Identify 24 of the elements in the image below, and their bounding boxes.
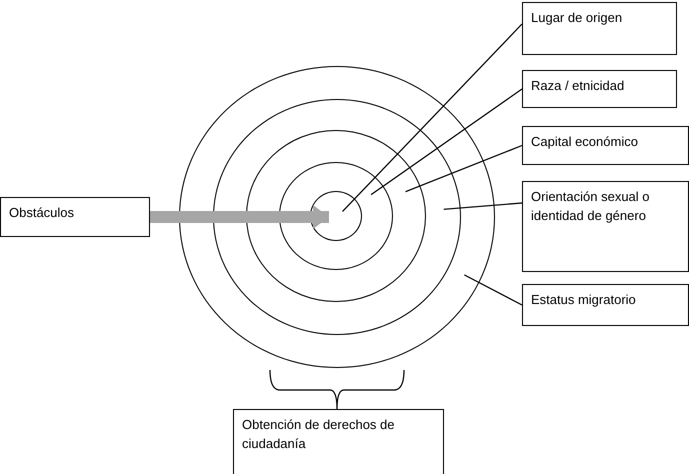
- leader-line: [342, 24, 522, 212]
- leader-line: [444, 202, 522, 210]
- text-box: [522, 284, 689, 326]
- box-label: Lugar de origen: [531, 9, 624, 27]
- ring-circle: [179, 66, 495, 368]
- text-box: [522, 181, 689, 272]
- ring-circle: [212, 98, 461, 335]
- text-box: [522, 70, 677, 108]
- ring-circle: [310, 190, 362, 241]
- box-label: Obtención de derechos de ciudadanía: [242, 416, 396, 453]
- text-box: [233, 409, 444, 474]
- leader-line: [464, 274, 522, 306]
- text-box: [522, 2, 677, 55]
- ring-circle: [279, 162, 394, 270]
- text-box: [0, 197, 150, 237]
- box-label: Raza / etnicidad: [531, 77, 626, 95]
- ring-circle: [246, 130, 426, 302]
- text-box: [522, 126, 689, 165]
- leader-line: [370, 88, 522, 196]
- leader-line: [405, 144, 522, 192]
- box-label: Obstáculos: [9, 204, 76, 222]
- box-label: Orientación sexual o identidad de género: [531, 188, 651, 225]
- box-label: Estatus migratorio: [531, 291, 637, 309]
- box-label: Capital económico: [531, 133, 639, 151]
